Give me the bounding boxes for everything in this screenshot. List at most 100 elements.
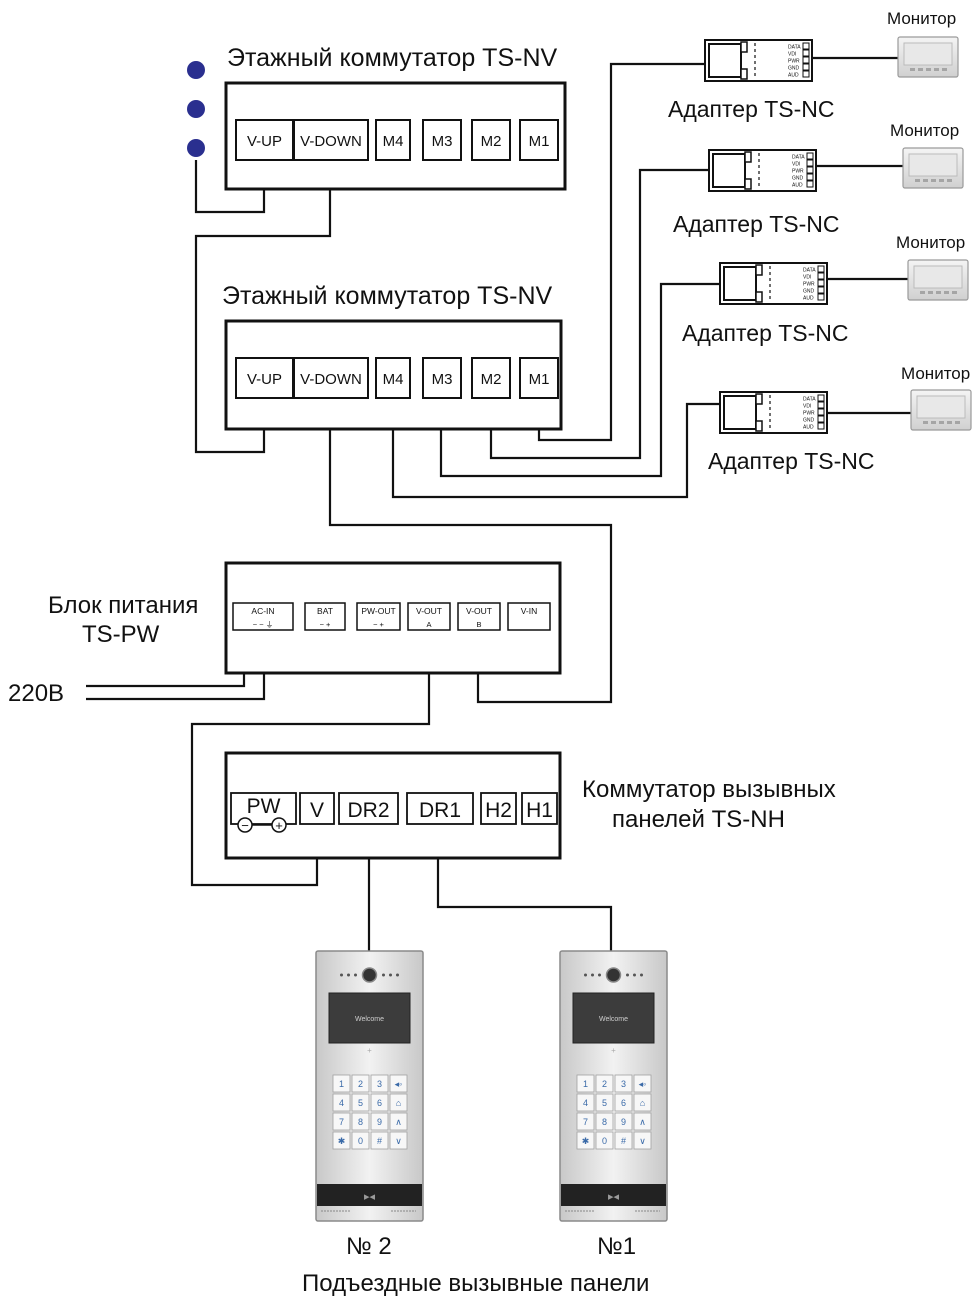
psu-port-label: PW-OUT: [361, 606, 395, 616]
adapter-terminal-label: AUD: [803, 296, 814, 302]
psu-port-label: BAT: [317, 606, 333, 616]
wire-vout-a-to-v: [190, 630, 431, 887]
camera-icon: [361, 967, 378, 983]
keypad-key: 3: [377, 1079, 382, 1089]
panel-screen-text: Welcome: [355, 1016, 384, 1023]
bottom-switch-port-m1: M1: [519, 357, 559, 399]
keypad-key: 8: [358, 1117, 363, 1127]
bottom-switch-port-m2: M2: [471, 357, 511, 399]
terminal-dot-1: [187, 61, 205, 79]
bottom-switch-port-label: M3: [432, 371, 453, 388]
psu-port-sublabel: A: [426, 620, 431, 629]
bottom-switch-port-v-down: V-DOWN: [293, 357, 369, 399]
adapter-label-4: Адаптер TS-NC: [708, 448, 875, 474]
rfid-reader: [317, 1184, 422, 1206]
bottom-switch-port-label: M4: [383, 371, 404, 388]
nh-port-label: H1: [526, 799, 553, 822]
adapter-terminal-label: AUD: [803, 425, 814, 431]
adapter-terminal-label: DATA: [803, 397, 816, 403]
keypad-key: ⌂: [396, 1098, 401, 1108]
keypad-key: ✱: [338, 1136, 346, 1146]
nh-port-label: PW: [247, 795, 281, 818]
adapter-terminal-label: DATA: [803, 268, 816, 274]
psu-port-sublabel: B: [476, 620, 481, 629]
panel-switch-title-line1: Коммутатор вызывных: [582, 776, 836, 803]
top-switch-port-label: M1: [529, 133, 550, 150]
adapter-terminal-label: VDI: [803, 275, 811, 281]
keypad-key: 9: [621, 1117, 626, 1127]
adapter-terminal-label: GND: [803, 418, 815, 424]
panel-switch-title-line2: панелей TS-NH: [612, 806, 785, 833]
bottom-switch-port-label: M1: [529, 371, 550, 388]
floor-switch-bottom-title: Этажный коммутатор TS-NV: [222, 282, 553, 310]
keypad-key: 6: [377, 1098, 382, 1108]
adapter-label-2: Адаптер TS-NC: [673, 211, 840, 237]
psu-port-sublabel: ~ ~ ⏚: [253, 620, 273, 629]
adapter-terminal-label: DATA: [788, 45, 801, 51]
keypad-key: 6: [621, 1098, 626, 1108]
monitor-label-2: Монитор: [890, 121, 960, 140]
keypad-key: 4: [583, 1098, 588, 1108]
adapter-terminal-label: AUD: [788, 73, 799, 79]
keypad-key: 7: [583, 1117, 588, 1127]
wire-dr1-to-panel1: [436, 825, 613, 953]
camera-icon: [605, 967, 622, 983]
adapter-terminal-label: GND: [803, 289, 815, 295]
nh-port-pw: PW−+: [230, 792, 297, 833]
keypad-key: ◂◦: [639, 1079, 647, 1089]
monitor-label-1: Монитор: [887, 9, 957, 28]
bottom-switch-port-label: V-DOWN: [300, 371, 362, 388]
rfid-reader: [561, 1184, 666, 1206]
call-panel-1-number: №1: [597, 1233, 637, 1260]
monitor-label-3: Монитор: [896, 233, 966, 252]
nh-port-dr2: DR2: [338, 792, 399, 825]
psu-port-sublabel: − +: [320, 620, 331, 629]
nh-port-label: DR2: [347, 799, 389, 822]
monitor-2-icon: [902, 147, 964, 189]
svg-text:+: +: [367, 1046, 372, 1055]
floor-switch-top-title: Этажный коммутатор TS-NV: [227, 44, 558, 72]
adapter-terminal-label: VDI: [792, 162, 800, 168]
adapter-terminal-label: PWR: [788, 59, 800, 65]
keypad-key: ∧: [639, 1117, 646, 1127]
psu-port-label: V-IN: [521, 606, 538, 616]
svg-text:▸◂: ▸◂: [364, 1191, 376, 1203]
keypad-key: ∨: [639, 1136, 646, 1146]
keypad-key: ◂◦: [395, 1079, 403, 1089]
wire-vdown-to-vout-b: [328, 399, 613, 704]
nh-port-v: V: [299, 792, 335, 825]
power-supply: AC-IN~ ~ ⏚BAT− +PW-OUT− +V-OUTAV-OUTBV-I…: [224, 561, 562, 675]
top-switch-port-label: M3: [432, 133, 453, 150]
keypad-key: 5: [602, 1098, 607, 1108]
keypad-key: 0: [602, 1136, 607, 1146]
keypad-key: ∧: [395, 1117, 402, 1127]
adapter-label-3: Адаптер TS-NC: [682, 320, 849, 346]
bottom-switch-port-m4: M4: [375, 357, 411, 399]
top-switch-port-m2: M2: [471, 119, 511, 161]
footer-caption: Подъездные вызывные панели: [302, 1270, 650, 1297]
terminal-dot-3: [187, 139, 205, 157]
nh-port-label: V: [310, 799, 324, 822]
keypad-key: 1: [339, 1079, 344, 1089]
power-supply-title-line2: TS-PW: [82, 621, 160, 648]
adapter-terminal-label: GND: [788, 66, 800, 72]
top-switch-port-label: V-UP: [247, 133, 282, 150]
psu-port-bat-1: BAT − +: [304, 602, 346, 631]
panel-screen: [328, 992, 411, 1044]
svg-text:▸◂: ▸◂: [608, 1191, 620, 1203]
wire-m4-to-adapter4: [391, 399, 720, 499]
psu-port-sublabel: − +: [373, 620, 384, 629]
terminal-dot-2: [187, 100, 205, 118]
bottom-switch-port-v-up: V-UP: [235, 357, 294, 399]
wire-m3-to-adapter3: [439, 282, 720, 478]
keypad-key: 1: [583, 1079, 588, 1089]
keypad-key: ∨: [395, 1136, 402, 1146]
psu-port-label: V-OUT: [416, 606, 442, 616]
wire-topswitch-vdown-to-bottom-vup: [194, 162, 332, 454]
psu-port-pw-out-2: PW-OUT − +: [356, 602, 401, 631]
adapter-terminal-label: VDI: [788, 52, 796, 58]
